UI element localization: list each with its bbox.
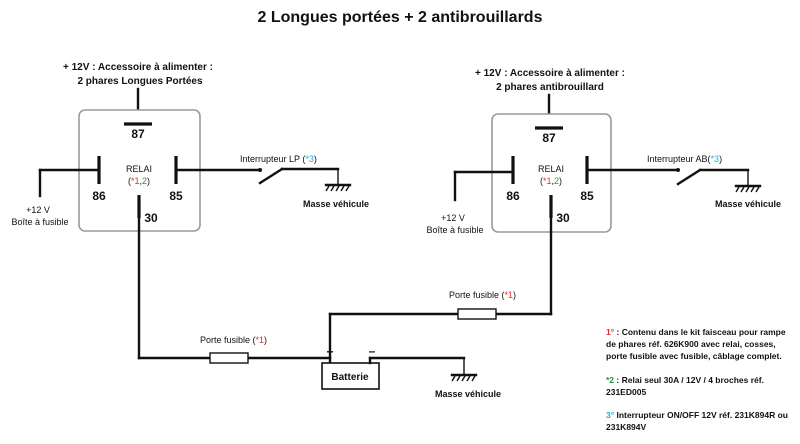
diagram-title: 2 Longues portées + 2 antibrouillards — [258, 9, 543, 26]
left-switch-label: Interrupteur LP (*3) — [240, 154, 317, 164]
left-ground-icon — [324, 183, 352, 192]
right-switch-label: Interrupteur AB(*3) — [647, 154, 722, 164]
relay-left: + 12V : Accessoire à alimenter : 2 phare… — [11, 62, 369, 364]
note-3-line1: 3° Interrupteur ON/OFF 12V réf. 231K894R… — [606, 410, 788, 420]
left-pin-30-label: 30 — [144, 211, 158, 225]
left-supply-line2: Boîte à fusible — [11, 217, 68, 227]
right-pin-85-label: 85 — [580, 189, 594, 203]
right-pin-30-label: 30 — [556, 211, 570, 225]
note-1-line2: de phares réf. 626K900 avec relai, cosse… — [606, 339, 776, 349]
right-relay-ref: (*1,2) — [540, 176, 562, 186]
right-supply-line1: +12 V — [441, 213, 465, 223]
right-supply-line2: Boîte à fusible — [426, 225, 483, 235]
battery-ground-icon — [450, 373, 478, 382]
left-relay-label: RELAI — [126, 164, 152, 174]
battery-label: Batterie — [331, 372, 369, 383]
left-pin-87-label: 87 — [131, 127, 145, 141]
notes: 1° : Contenu dans le kit faisceau pour r… — [606, 327, 788, 432]
left-fuse-label: Porte fusible (*1) — [200, 335, 267, 345]
note-1-line1: 1° : Contenu dans le kit faisceau pour r… — [606, 327, 786, 337]
right-fuse-label: Porte fusible (*1) — [449, 290, 516, 300]
note-3-line2: 231K894V — [606, 422, 647, 432]
battery-ground-label: Masse véhicule — [435, 389, 501, 399]
right-switch-lever — [676, 168, 702, 186]
left-pin-86-label: 86 — [92, 189, 106, 203]
left-ground-label: Masse véhicule — [303, 199, 369, 209]
left-pin-85-label: 85 — [169, 189, 183, 203]
left-switch-lever — [258, 167, 284, 185]
note-2-line2: 231ED005 — [606, 387, 646, 397]
right-fuse-holder — [457, 308, 497, 320]
left-accessory-line1: + 12V : Accessoire à alimenter : — [63, 62, 213, 73]
battery-box — [321, 362, 380, 390]
right-ground-label: Masse véhicule — [715, 199, 781, 209]
note-1-line3: porte fusible avec fusible, câblage comp… — [606, 351, 782, 361]
right-accessory-line2: 2 phares antibrouillard — [496, 82, 604, 93]
battery-plus-sign: + — [326, 345, 333, 359]
right-accessory-line1: + 12V : Accessoire à alimenter : — [475, 68, 625, 79]
right-pin-87-label: 87 — [542, 131, 556, 145]
battery-minus-sign: – — [369, 344, 376, 358]
right-ground-icon — [734, 184, 762, 193]
left-relay-ref: (*1,2) — [128, 176, 150, 186]
note-2-line1: *2 : Relai seul 30A / 12V / 4 broches ré… — [606, 375, 764, 385]
left-supply-line1: +12 V — [26, 205, 50, 215]
left-switch-contact — [258, 168, 262, 172]
battery: Batterie + – Masse véhicule — [321, 344, 501, 399]
left-accessory-line2: 2 phares Longues Portées — [77, 76, 202, 87]
right-relay-label: RELAI — [538, 164, 564, 174]
right-switch-contact — [676, 168, 680, 172]
left-fuse-holder — [209, 352, 249, 364]
relay-right: + 12V : Accessoire à alimenter : 2 phare… — [328, 68, 781, 360]
right-pin-86-label: 86 — [506, 189, 520, 203]
